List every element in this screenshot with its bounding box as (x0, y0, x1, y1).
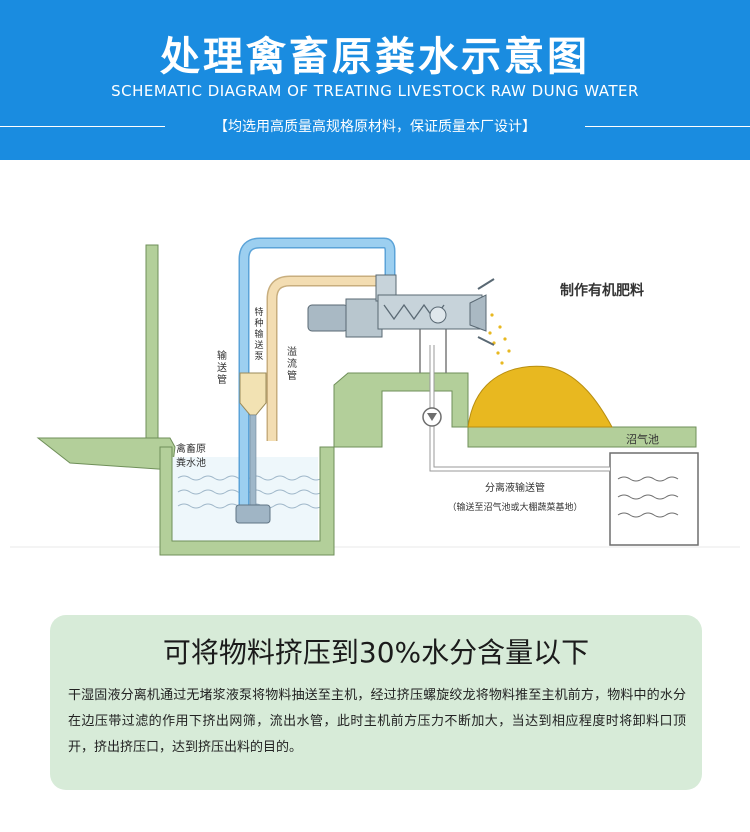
gearbox (345, 298, 383, 338)
svg-text:管: 管 (217, 373, 227, 386)
valve-arrow (427, 413, 437, 421)
support-post (145, 244, 159, 444)
svg-text:输: 输 (217, 349, 227, 362)
pump-base (235, 504, 271, 524)
svg-text:送: 送 (254, 339, 263, 351)
label-destination: （输送至沼气池或大棚蔬菜基地） (447, 501, 582, 513)
process-diagram: 制作有机肥料 特 种 输 送 泵 输 送 管 溢 流 管 禽畜原 粪水池 沼气池… (10, 237, 740, 556)
pool-wall (159, 446, 335, 556)
tank-wave (617, 512, 679, 518)
label-special-pump: 特 种 输 送 泵 (254, 306, 263, 362)
fertilizer-pile (467, 365, 613, 428)
biogas-tank (609, 452, 699, 546)
conveying-pipe (240, 239, 394, 517)
label-biogas-tank: 沼气池 (626, 432, 659, 446)
page-title: 处理禽畜原粪水示意图 (160, 34, 590, 80)
divider-right (585, 126, 750, 127)
overflow-pipe (268, 277, 378, 441)
discharge-flap (477, 278, 495, 290)
svg-text:特: 特 (254, 306, 263, 318)
info-title: 可将物料挤压到30%水分含量以下 (162, 636, 590, 669)
label-organic-fertilizer: 制作有机肥料 (560, 282, 644, 299)
label-pool-line2: 粪水池 (176, 456, 206, 469)
ground-strip (467, 426, 697, 448)
quality-note: 【均选用高质量高规格原材料，保证质量本厂设计】 (214, 119, 536, 135)
svg-text:流: 流 (287, 357, 297, 370)
svg-text:管: 管 (287, 369, 297, 382)
header-banner: 处理禽畜原粪水示意图 SCHEMATIC DIAGRAM OF TREATING… (0, 0, 750, 160)
screw-chamber (377, 294, 483, 330)
discharge-flap (477, 336, 495, 346)
page-subtitle: SCHEMATIC DIAGRAM OF TREATING LIVESTOCK … (111, 82, 639, 100)
discharge-wheel (429, 306, 447, 324)
label-pool-line1: 禽畜原 (176, 442, 206, 455)
falling-particles (483, 313, 511, 365)
inlet-ramp (36, 437, 176, 471)
label-overflow-pipe: 溢 流 管 (287, 345, 297, 382)
discharge-outlet (469, 294, 487, 332)
divider-left (0, 126, 165, 127)
tank-wave (617, 494, 679, 500)
info-card: 可将物料挤压到30%水分含量以下 干湿固液分离机通过无堵浆液泵将物料抽送至主机，… (50, 615, 702, 790)
label-conveying-pipe: 输 送 管 (217, 349, 227, 386)
info-body: 干湿固液分离机通过无堵浆液泵将物料抽送至主机，经过挤压螺旋绞龙将物料推至主机前方… (68, 688, 686, 755)
machine-platform (333, 372, 469, 448)
svg-text:输: 输 (254, 328, 263, 340)
svg-text:溢: 溢 (287, 345, 297, 358)
svg-text:种: 种 (254, 317, 263, 329)
label-separation-pipe: 分离液输送管 (485, 481, 545, 494)
separation-pipe-inner (430, 345, 610, 471)
svg-text:送: 送 (217, 361, 227, 374)
svg-text:泵: 泵 (254, 351, 263, 362)
tank-wave (617, 476, 679, 482)
pump-shaft (249, 414, 257, 512)
motor (307, 304, 349, 332)
